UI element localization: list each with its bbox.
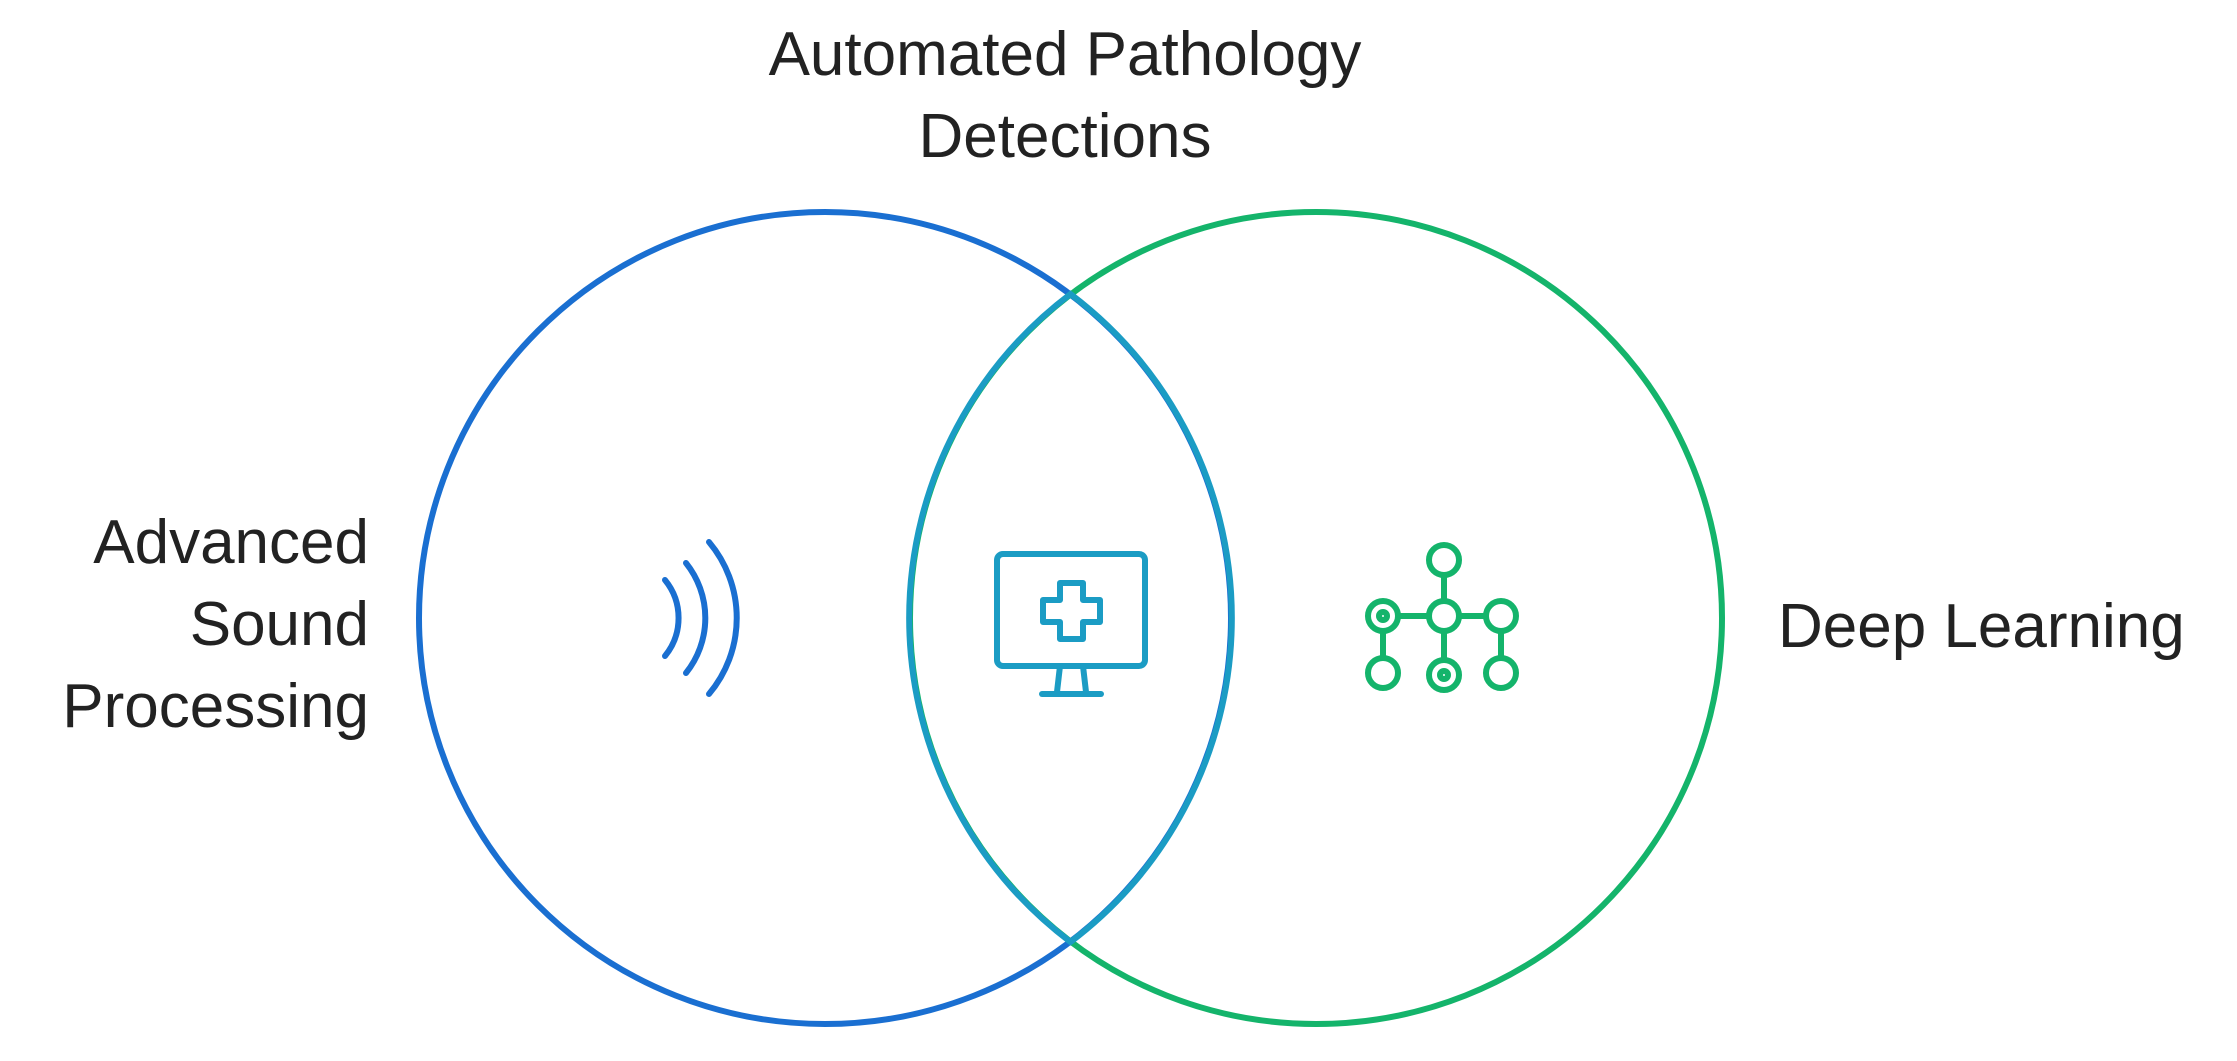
left-label-line-1: Advanced [93,508,369,577]
sound-waves-icon [662,539,740,697]
overlap-lens [906,290,1235,946]
medical-monitor-icon [994,551,1148,697]
top-label: Automated Pathology Detections [0,14,2130,178]
left-label: Advanced Sound Processing [62,502,369,748]
neural-network-icon [1365,542,1519,693]
right-circle [907,209,1725,1027]
top-label-line-1: Automated Pathology [768,20,1362,89]
top-label-line-2: Detections [918,102,1212,171]
left-circle [416,209,1234,1027]
right-label: Deep Learning [1778,592,2185,661]
left-label-line-2: Sound [189,590,369,659]
left-label-line-3: Processing [62,672,369,741]
